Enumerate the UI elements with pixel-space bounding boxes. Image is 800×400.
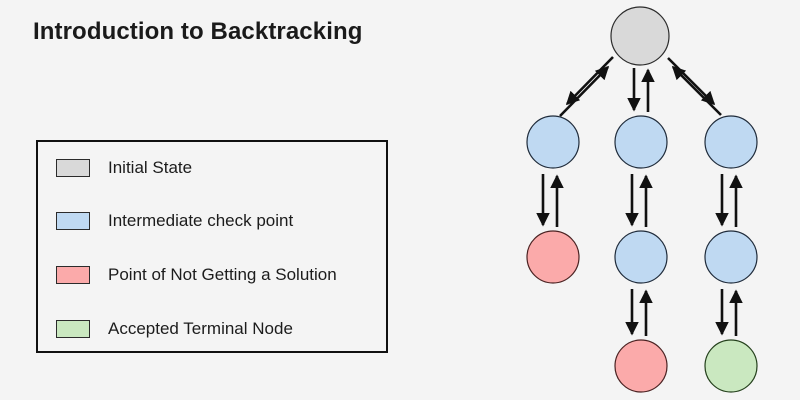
tree-edges — [536, 56, 743, 336]
edge-a1-b1 — [536, 174, 564, 227]
tree-node-b2-intermediate[interactable] — [614, 230, 668, 284]
edge-b2-c2 — [625, 289, 653, 336]
legend-label-initial-state: Initial State — [108, 158, 193, 177]
legend-label-intermediate-check-point: Intermediate check point — [108, 211, 294, 230]
edge-root-a2 — [627, 68, 655, 112]
legend-label-accepted-terminal-node: Accepted Terminal Node — [108, 319, 293, 338]
tree-node-c3-accepted-terminal[interactable] — [704, 339, 758, 393]
edge-root-a3 — [667, 57, 722, 116]
tree-node-a2-intermediate[interactable] — [614, 115, 668, 169]
tree-node-c2-no-solution[interactable] — [614, 339, 668, 393]
edge-b3-c3 — [715, 289, 743, 336]
square-swatch-red-icon — [56, 266, 90, 284]
square-swatch-green-icon — [56, 320, 90, 338]
tree-node-root-initial-state[interactable] — [610, 6, 670, 66]
edge-a3-b3 — [715, 174, 743, 227]
legend-label-point-of-not-getting-a-solution: Point of Not Getting a Solution — [108, 265, 337, 284]
tree-node-b1-no-solution[interactable] — [526, 230, 580, 284]
tree-node-a3-intermediate[interactable] — [704, 115, 758, 169]
edge-root-a1 — [559, 56, 614, 117]
legend-item-intermediate-check-point: Intermediate check point — [38, 207, 386, 235]
edge-a2-b2 — [625, 174, 653, 227]
tree-node-a1-intermediate[interactable] — [526, 115, 580, 169]
legend-item-accepted-terminal-node: Accepted Terminal Node — [38, 315, 386, 343]
square-swatch-blue-icon — [56, 212, 90, 230]
legend-item-point-of-not-getting-a-solution: Point of Not Getting a Solution — [38, 261, 386, 289]
legend-box: Initial State Intermediate check point P… — [36, 140, 388, 353]
square-swatch-gray-icon — [56, 159, 90, 177]
tree-node-b3-intermediate[interactable] — [704, 230, 758, 284]
page-title: Introduction to Backtracking — [33, 18, 363, 45]
legend-item-initial-state: Initial State — [38, 154, 386, 182]
tree-nodes — [526, 6, 758, 393]
